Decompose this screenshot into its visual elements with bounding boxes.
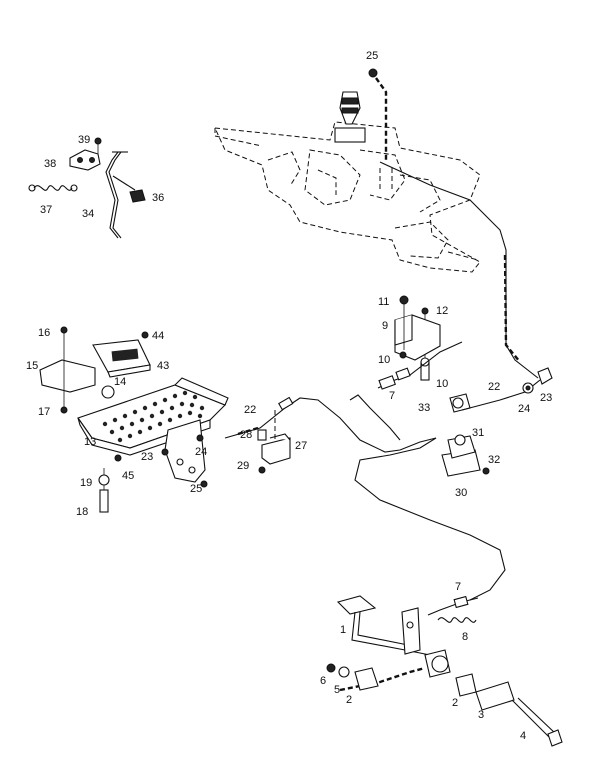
callout-8: 8 — [462, 631, 468, 643]
clevis-23 — [537, 367, 553, 385]
callout-25b: 25 — [190, 483, 202, 495]
callout-22a: 22 — [488, 381, 500, 393]
callout-5: 5 — [334, 684, 340, 696]
callout-2b: 2 — [452, 697, 458, 709]
callout-38: 38 — [44, 158, 56, 170]
callout-11: 11 — [378, 296, 389, 308]
callout-29: 29 — [237, 460, 249, 472]
callout-19: 19 — [80, 477, 92, 489]
nut-25 — [368, 68, 378, 78]
callout-16: 16 — [38, 327, 50, 339]
bracket-27 — [257, 410, 291, 474]
callout-39: 39 — [78, 134, 90, 146]
callout-6: 6 — [320, 675, 326, 687]
bracket-30-group — [441, 434, 490, 477]
clip-36 — [129, 189, 146, 203]
transaxle-assembly — [214, 91, 481, 273]
callout-37: 37 — [40, 204, 52, 216]
callout-43: 43 — [157, 360, 169, 372]
callout-44: 44 — [152, 330, 164, 342]
callout-9: 9 — [382, 320, 388, 332]
footrest-platform — [77, 377, 229, 483]
callout-1: 1 — [340, 624, 346, 636]
cable-lower — [354, 437, 506, 601]
callout-33: 33 — [418, 402, 430, 414]
callout-27: 27 — [295, 440, 307, 452]
callout-22b: 22 — [244, 404, 256, 416]
callout-24a: 24 — [518, 403, 530, 415]
callout-7b: 7 — [455, 581, 461, 593]
callout-4: 4 — [520, 730, 526, 742]
callout-10a: 10 — [378, 354, 390, 366]
callout-36: 36 — [152, 192, 164, 204]
bracket-15 — [39, 359, 96, 393]
callout-14: 14 — [114, 376, 126, 388]
cable-22-middle — [224, 397, 437, 453]
callout-23a: 23 — [540, 392, 552, 404]
callout-12: 12 — [436, 305, 448, 317]
callout-31: 31 — [472, 427, 484, 439]
callout-labels: 25 39 38 37 34 36 11 12 9 10 10 7 33 22 … — [26, 50, 552, 742]
transaxle-cable — [379, 161, 539, 379]
transaxle-cable-dashed — [503, 254, 521, 363]
callout-25a: 25 — [366, 50, 378, 62]
callout-34: 34 — [82, 208, 94, 220]
callout-18: 18 — [76, 506, 88, 518]
callout-24b: 24 — [195, 446, 207, 458]
callout-13: 13 — [84, 436, 96, 448]
callout-28: 28 — [240, 429, 252, 441]
callout-3: 3 — [478, 709, 484, 721]
callout-45: 45 — [122, 470, 134, 482]
callout-7a: 7 — [389, 390, 395, 402]
nut-14 — [101, 385, 115, 399]
callout-23b: 23 — [141, 451, 153, 463]
callout-10b: 10 — [436, 378, 448, 390]
pedal-assembly — [326, 595, 563, 747]
linkage-dashed-25 — [375, 77, 388, 160]
callout-17: 17 — [38, 406, 50, 418]
rod-34 — [105, 151, 136, 239]
callout-2a: 2 — [346, 694, 352, 706]
callout-30: 30 — [455, 487, 467, 499]
callout-32: 32 — [488, 454, 500, 466]
callout-15: 15 — [26, 360, 38, 372]
bracket-9-group — [394, 295, 441, 381]
spring-37 — [28, 184, 78, 192]
bracket-38-group — [69, 137, 102, 171]
